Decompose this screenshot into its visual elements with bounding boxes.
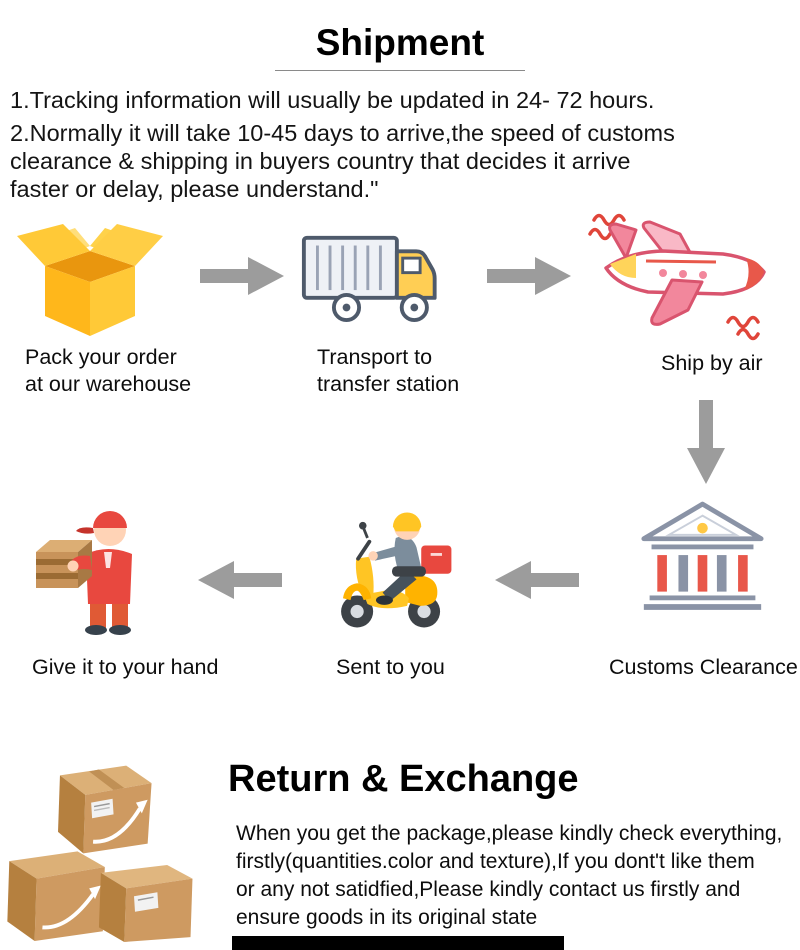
arrow-left-icon	[197, 560, 282, 600]
arrow-right-icon	[487, 256, 572, 296]
return-exchange-title: Return & Exchange	[228, 758, 579, 800]
carton-boxes-icon	[3, 752, 228, 942]
cropped-section-bar	[232, 936, 564, 950]
open-box-icon	[15, 218, 165, 338]
step-label-ship-air: Ship by air	[661, 351, 763, 375]
step-label-customs: Customs Clearance	[609, 655, 798, 679]
note-delivery-time: 2.Normally it will take 10-45 days to ar…	[10, 120, 675, 202]
title-underline	[275, 70, 525, 71]
step-label-hand: Give it to your hand	[32, 655, 219, 679]
page-title: Shipment	[315, 22, 485, 63]
arrow-left-icon	[494, 560, 579, 600]
delivery-man-icon	[26, 496, 166, 641]
step-label-pack: Pack your order at our warehouse	[25, 345, 192, 396]
step-label-sent: Sent to you	[336, 655, 445, 679]
delivery-scooter-icon	[326, 500, 458, 640]
note-tracking: 1.Tracking information will usually be u…	[10, 87, 655, 113]
return-exchange-body: When you get the package,please kindly c…	[236, 822, 783, 929]
arrow-right-icon	[200, 256, 285, 296]
customs-building-icon	[640, 500, 765, 614]
arrow-down-icon	[686, 400, 726, 485]
step-label-transport: Transport to transfer station	[317, 345, 460, 396]
airplane-icon	[588, 206, 773, 341]
truck-icon	[300, 226, 455, 328]
